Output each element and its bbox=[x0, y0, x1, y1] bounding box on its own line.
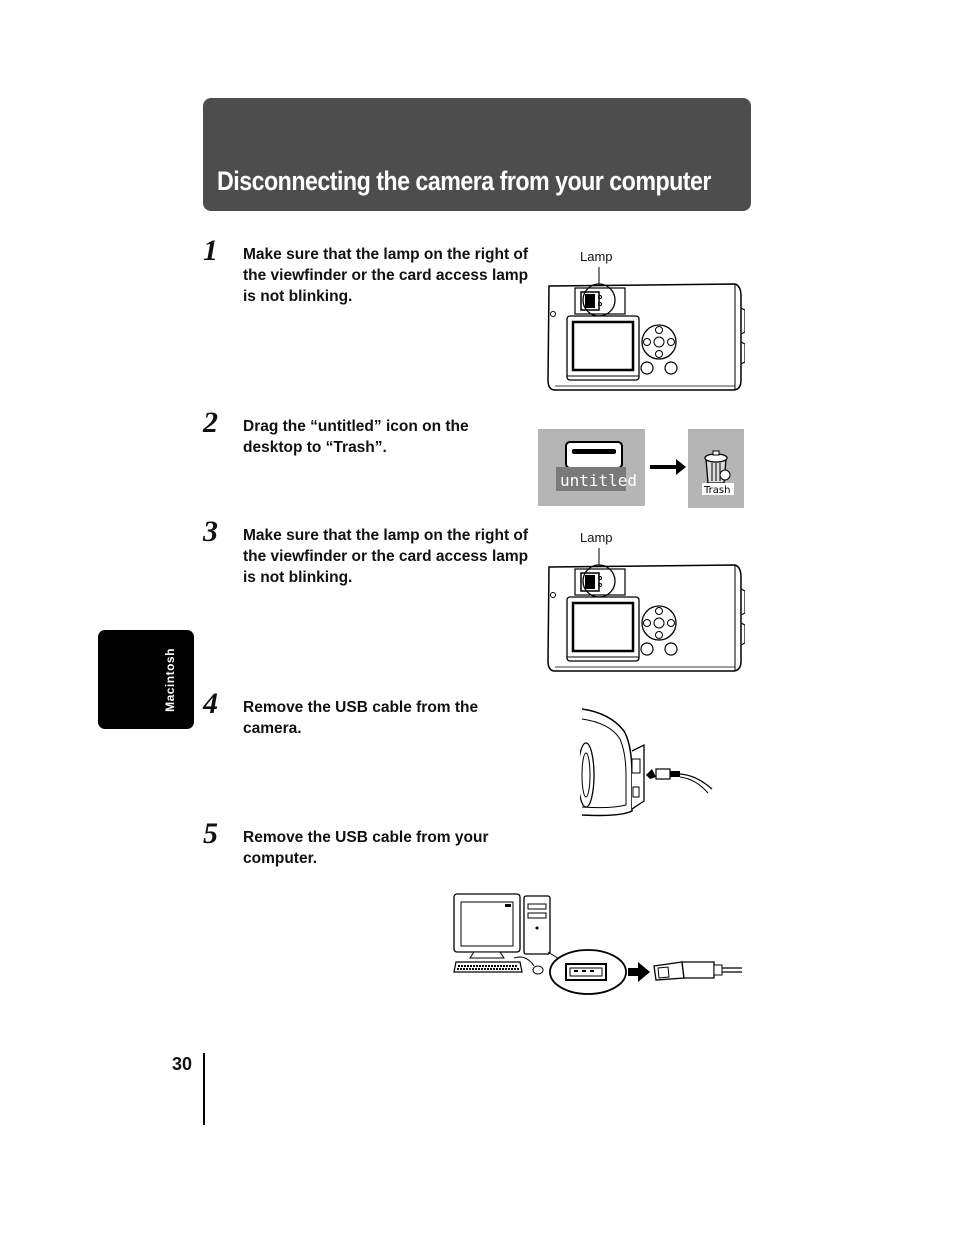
step-number-3: 3 bbox=[203, 515, 218, 548]
camera-back-illustration bbox=[547, 548, 745, 672]
section-header: Disconnecting the camera from your compu… bbox=[203, 98, 751, 211]
computer-usb-illustration bbox=[453, 893, 742, 995]
camera-back-illustration bbox=[547, 267, 745, 391]
step-text-2: Drag the “untitled” icon on the desktop … bbox=[243, 418, 469, 456]
step-text-5: Remove the USB cable from your computer. bbox=[243, 829, 489, 867]
step-text-3: Make sure that the lamp on the right of … bbox=[243, 527, 529, 586]
step-number-5: 5 bbox=[203, 817, 218, 850]
computer-tower-icon bbox=[523, 895, 551, 955]
step-number-4: 4 bbox=[203, 687, 218, 720]
step-number-1: 1 bbox=[203, 234, 218, 267]
monitor-icon bbox=[453, 893, 521, 959]
disk-icon bbox=[556, 441, 626, 491]
disk-label: untitled bbox=[560, 471, 637, 490]
arrow-right-icon bbox=[650, 459, 686, 475]
arrow-right-icon bbox=[646, 769, 656, 779]
step-number-2: 2 bbox=[203, 406, 218, 439]
page-title: Disconnecting the camera from your compu… bbox=[217, 166, 711, 196]
page-number: 30 bbox=[172, 1054, 193, 1074]
step-text-1: Make sure that the lamp on the right of … bbox=[243, 246, 529, 305]
section-tab: Macintosh bbox=[98, 630, 194, 729]
section-tab-label: Macintosh bbox=[163, 648, 177, 712]
usb-plug-icon bbox=[653, 961, 742, 981]
step-text-4: Remove the USB cable from the camera. bbox=[243, 699, 479, 737]
keyboard-icon bbox=[453, 956, 544, 975]
drag-to-trash-illustration: untitled Trash bbox=[538, 429, 744, 508]
lamp-label: Lamp bbox=[580, 530, 613, 545]
page-number-rule bbox=[203, 1053, 205, 1125]
camera-usb-illustration bbox=[580, 708, 713, 817]
trash-label: Trash bbox=[703, 485, 730, 496]
arrow-right-icon bbox=[628, 962, 650, 982]
lamp-label: Lamp bbox=[580, 249, 613, 264]
trash-icon bbox=[704, 450, 731, 484]
